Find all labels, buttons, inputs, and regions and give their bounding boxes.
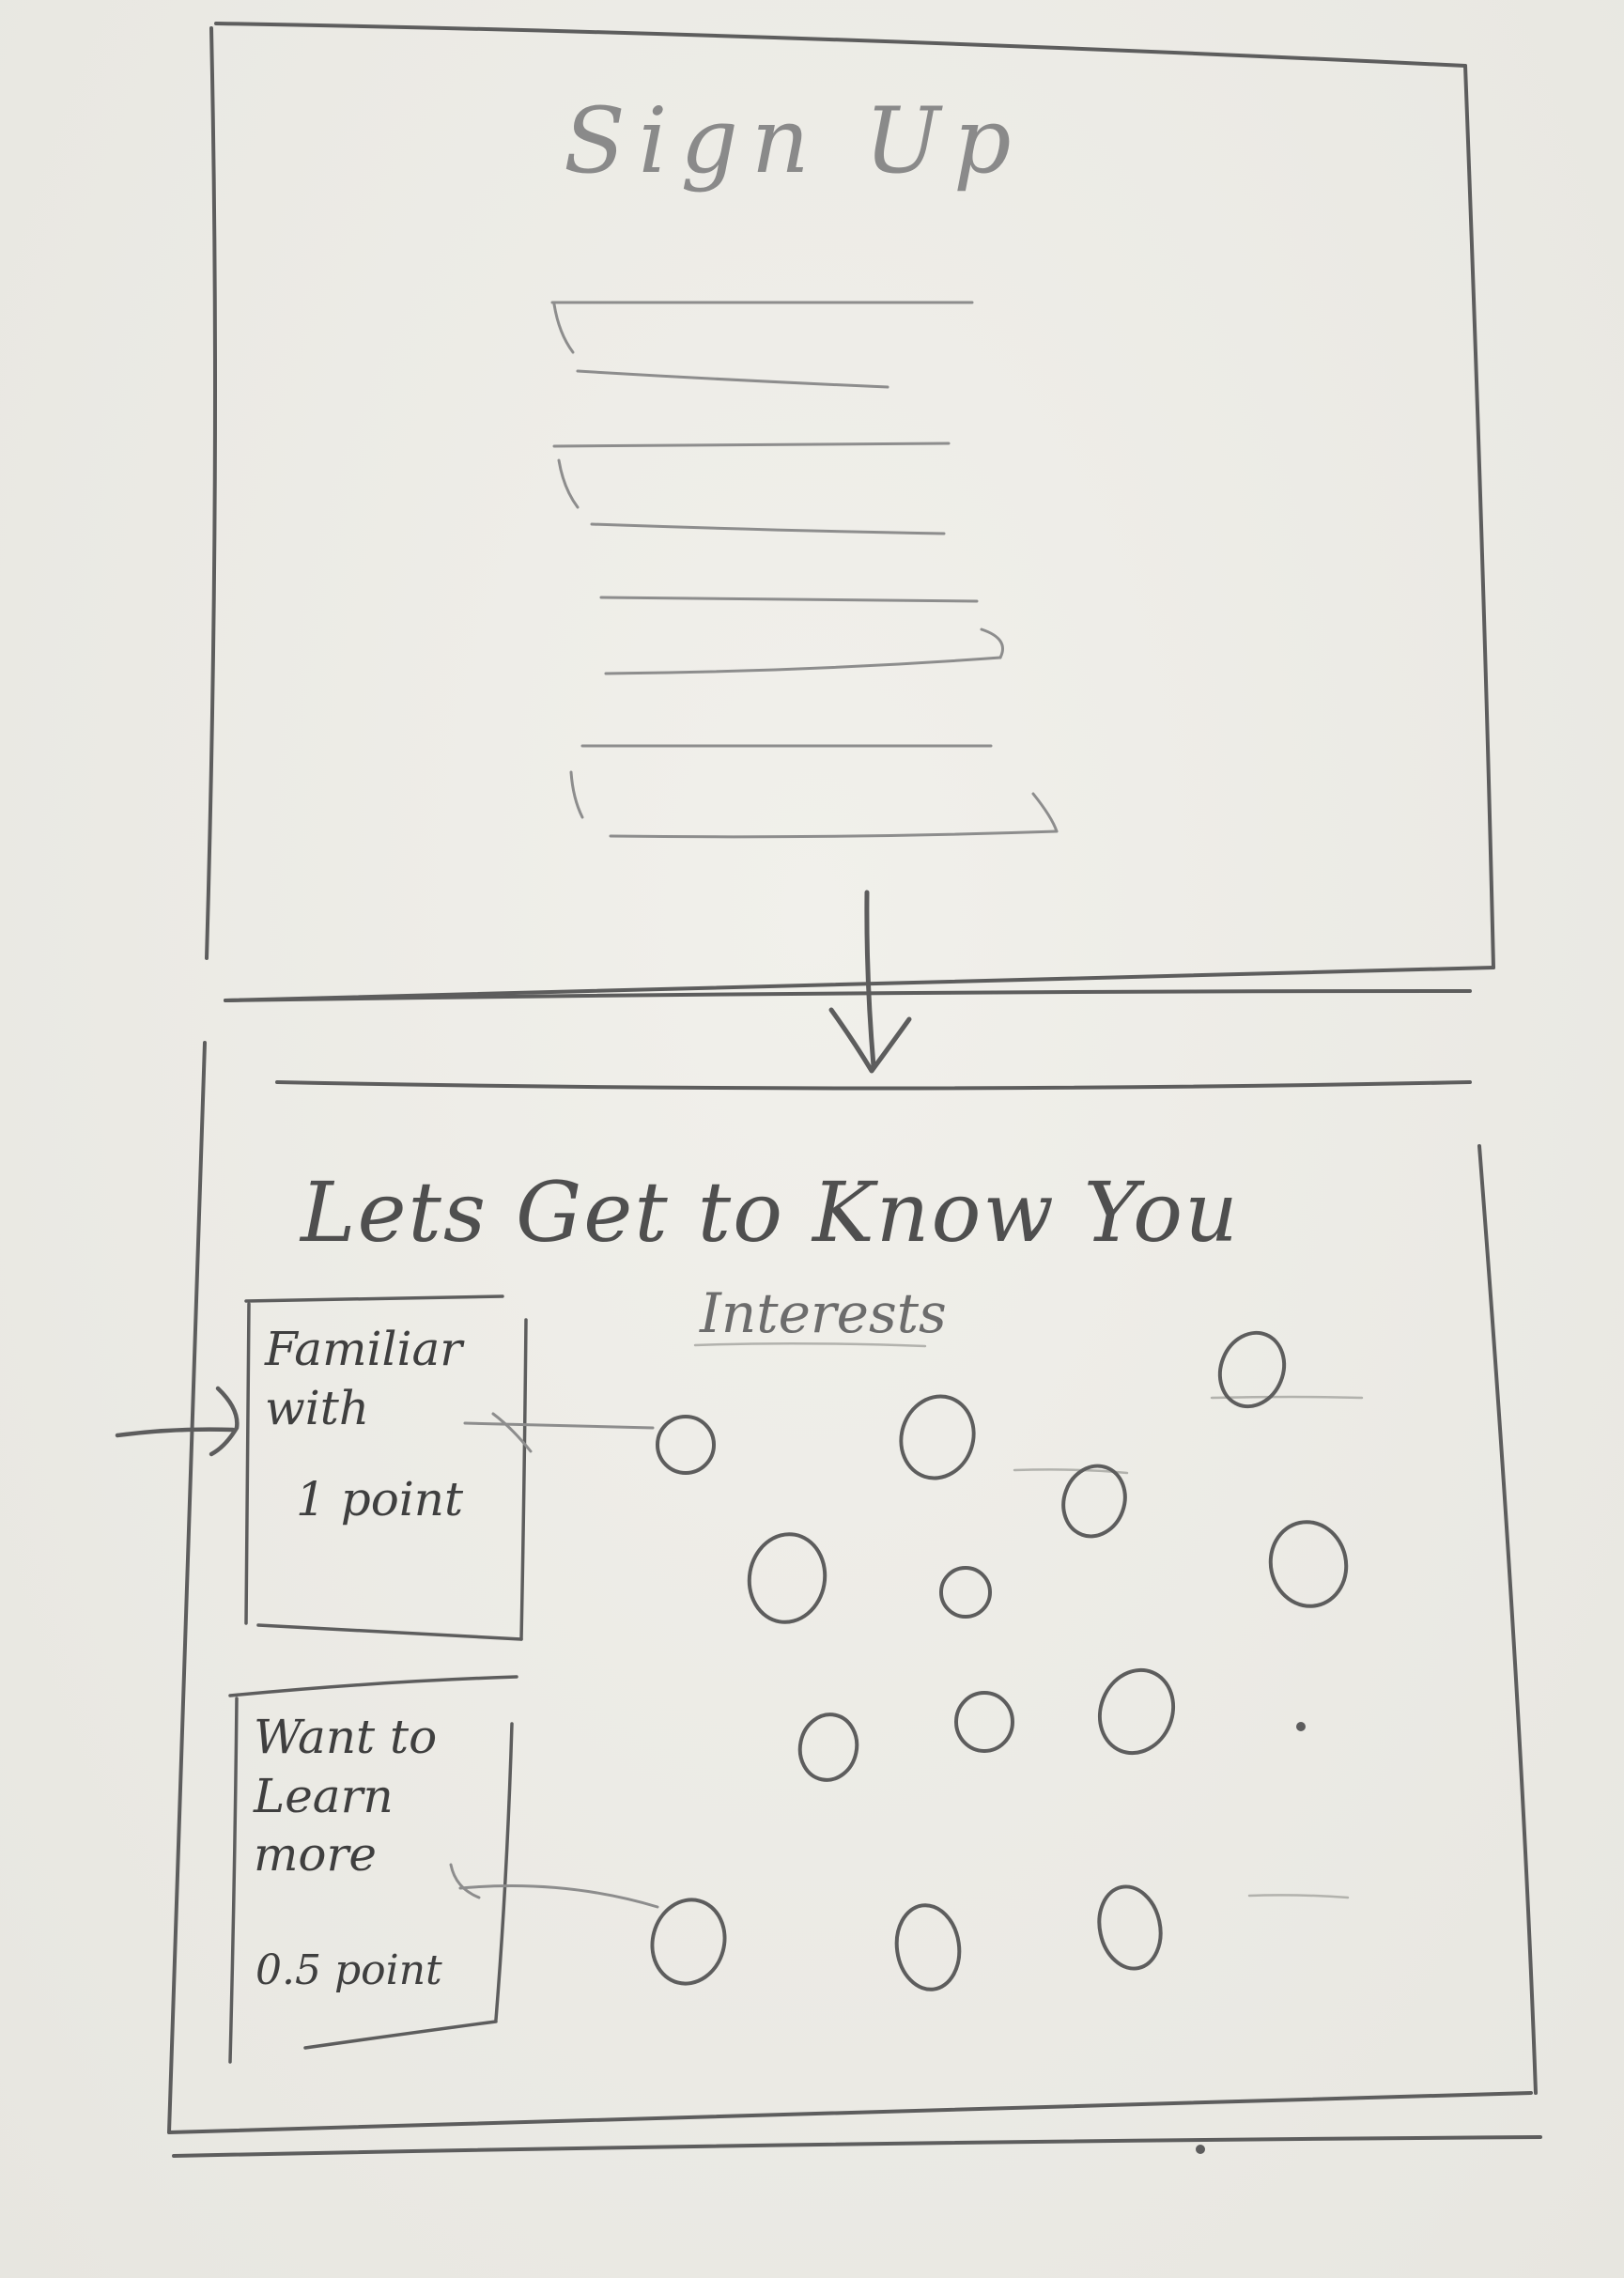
faint-guide-lines <box>693 1341 1364 1899</box>
interest-bubble[interactable] <box>1092 1881 1168 1974</box>
legend-want-value: 0.5 point <box>255 1946 442 1994</box>
pointer-arrow-familiar <box>115 1386 240 1457</box>
legend-want-label: Want to Learn more <box>254 1710 438 1882</box>
interests-label: Interests <box>700 1281 947 1345</box>
connector-want <box>449 1863 659 1909</box>
stray-dot <box>1196 2145 1205 2154</box>
signup-field-3[interactable] <box>599 596 1004 675</box>
know-you-title: Lets Get to Know You <box>301 1164 1240 1261</box>
interest-bubbles <box>643 1324 1354 2154</box>
interest-bubble[interactable] <box>794 1710 862 1786</box>
interest-bubble[interactable] <box>1209 1324 1294 1417</box>
signup-field-2[interactable] <box>552 442 951 535</box>
stray-dot <box>1296 1722 1306 1731</box>
interest-bubble[interactable] <box>656 1415 716 1475</box>
interest-bubble[interactable] <box>954 1691 1014 1753</box>
interest-bubble[interactable] <box>1054 1457 1135 1544</box>
interest-bubble[interactable] <box>1088 1659 1185 1764</box>
interest-bubble[interactable] <box>891 1901 965 1993</box>
signup-title: Sign Up <box>564 88 1025 194</box>
legend-box-want <box>228 1675 518 2064</box>
interest-bubble[interactable] <box>1263 1515 1354 1614</box>
signup-field-4[interactable] <box>569 744 1059 839</box>
interest-bubble[interactable] <box>742 1528 831 1628</box>
signup-screen-frame <box>205 22 1495 1002</box>
legend-familiar-value: 1 point <box>296 1472 464 1526</box>
signup-form-fields <box>550 301 1059 839</box>
signup-field-1[interactable] <box>550 301 974 389</box>
interest-bubble[interactable] <box>890 1387 983 1487</box>
legend-box-familiar <box>244 1294 528 1641</box>
interest-bubble[interactable] <box>643 1892 735 1992</box>
interest-bubble[interactable] <box>939 1566 992 1619</box>
legend-familiar-label: Familiar with <box>265 1322 463 1435</box>
flow-arrow-down <box>828 890 912 1074</box>
know-you-screen-frame <box>167 989 1542 2158</box>
connector-familiar <box>463 1412 655 1453</box>
